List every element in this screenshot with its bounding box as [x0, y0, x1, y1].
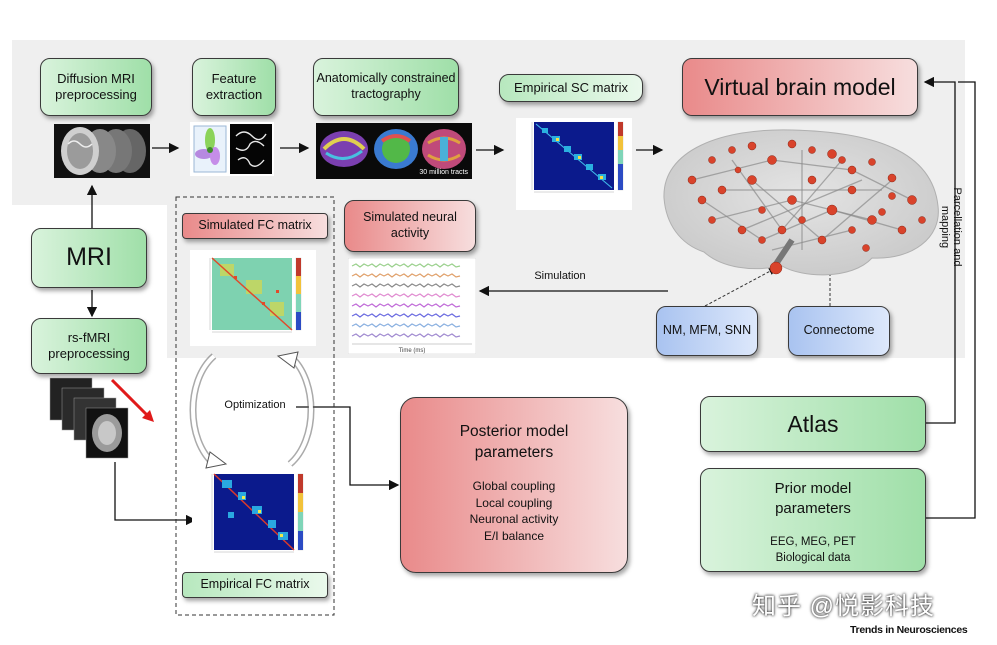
- tracts-label: 30 million tracts: [419, 169, 468, 176]
- optimization-frame: [175, 196, 335, 616]
- arrow-rsfmri-to-empirical-fc: [114, 462, 197, 526]
- simulated-neural-activity-box: Simulated neural activity: [344, 200, 476, 252]
- posterior-item: E/I balance: [483, 529, 545, 544]
- feature-extraction-box: Feature extraction: [192, 58, 276, 116]
- prior-item: Biological data: [775, 551, 851, 564]
- atlas-box: Atlas: [700, 396, 926, 452]
- prior-parameters-box: Prior model parameters EEG, MEG, PET Bio…: [700, 468, 926, 572]
- parcellation-mapping-label: Parcellation and mapping: [939, 187, 963, 267]
- rsfmri-box: rs-fMRI preprocessing: [31, 318, 147, 374]
- posterior-item: Local coupling: [475, 495, 553, 510]
- feature-extraction-image: [190, 122, 274, 176]
- empirical-sc-matrix-image: [516, 118, 632, 210]
- empirical-fc-box: Empirical FC matrix: [182, 572, 328, 598]
- optimization-arc-left-inner: [191, 354, 216, 466]
- time-axis-label: Time (ms): [399, 348, 426, 354]
- optimization-arrowhead-right: [276, 351, 299, 369]
- posterior-item: Global coupling: [472, 478, 556, 493]
- diffusion-mri-box: Diffusion MRI preprocessing: [40, 58, 152, 116]
- rsfmri-image-stack: [49, 377, 154, 459]
- arrow-atlas-to-brain: [923, 76, 956, 424]
- source-credit: Trends in Neurosciences: [850, 624, 968, 636]
- optimization-arc-right-inner: [288, 354, 313, 466]
- posterior-item: Neuronal activity: [469, 512, 559, 527]
- connectome-box: Connectome: [788, 306, 890, 356]
- virtual-brain-network-image: [663, 129, 939, 276]
- mri-box: MRI: [31, 228, 147, 288]
- arrow-nm-to-brain: [704, 267, 777, 307]
- neural-models-box: NM, MFM, SNN: [656, 306, 758, 356]
- simulated-fc-matrix-image: [190, 250, 316, 346]
- virtual-brain-box: Virtual brain model: [682, 58, 918, 116]
- posterior-title: Posterior model parameters: [459, 423, 569, 461]
- tractography-box: Anatomically constrained tractography: [313, 58, 459, 116]
- arrow-optimization-to-posterior: [296, 406, 400, 491]
- empirical-fc-matrix-image: [192, 470, 318, 570]
- empirical-sc-box: Empirical SC matrix: [499, 74, 643, 102]
- prior-title: Prior model parameters: [774, 480, 852, 518]
- simulation-label: Simulation: [534, 270, 586, 282]
- simulated-neural-activity-image: Time (ms): [348, 258, 476, 354]
- optimization-arrowhead-left: [205, 451, 228, 469]
- simulated-fc-box: Simulated FC matrix: [182, 213, 328, 239]
- tractography-image: 30 million tracts: [316, 123, 472, 179]
- arrow-prior-to-brain: [925, 81, 976, 519]
- diffusion-mri-image: [54, 124, 150, 178]
- optimization-label: Optimization: [224, 399, 286, 411]
- posterior-parameters-box: Posterior model parameters Global coupli…: [400, 397, 628, 573]
- watermark-text: 知乎 @悦影科技: [752, 593, 936, 620]
- prior-item: EEG, MEG, PET: [770, 535, 856, 548]
